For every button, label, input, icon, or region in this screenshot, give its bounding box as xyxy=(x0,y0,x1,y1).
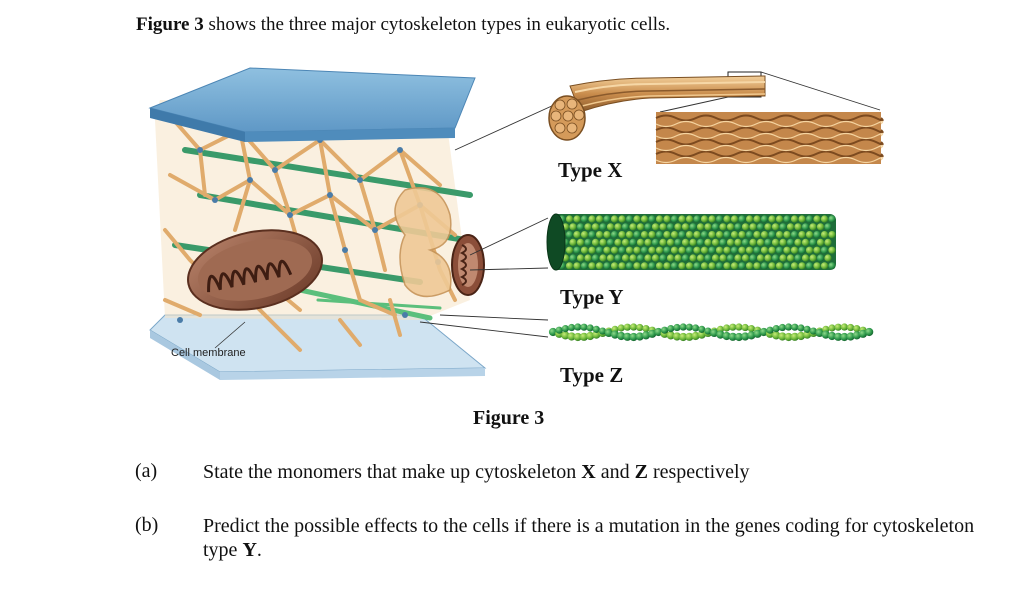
cytoskeleton-figure xyxy=(148,67,884,380)
type-y-label: Type Y xyxy=(560,285,624,309)
type-y-microtubule xyxy=(546,213,836,271)
figure-reference: Figure 3 xyxy=(136,14,204,35)
cell-membrane-label: Cell membrane xyxy=(171,347,246,359)
organelle-cross-section xyxy=(451,234,485,296)
intro-sentence: Figure 3 shows the three major cytoskele… xyxy=(136,14,670,36)
figure-caption: Figure 3 xyxy=(473,407,545,429)
top-plate xyxy=(148,67,476,133)
question-b-text: Predict the possible effects to the cell… xyxy=(203,515,975,561)
mitochondrion xyxy=(187,229,323,311)
question-a-letter: (a) xyxy=(135,460,158,482)
connector-lines xyxy=(419,71,881,338)
type-z-label: Type Z xyxy=(560,363,624,387)
type-x-label: Type X xyxy=(558,158,623,182)
question-b-letter: (b) xyxy=(135,514,159,536)
type-x-intermediate-filament xyxy=(548,75,884,164)
endoplasmic-sac xyxy=(394,187,452,298)
cell-membrane-pointer xyxy=(214,321,246,349)
type-y-subunits xyxy=(558,215,836,270)
cell-illustration xyxy=(148,67,487,380)
intro-text: shows the three major cytoskeleton types… xyxy=(203,14,671,35)
type-z-microfilament xyxy=(548,323,874,342)
question-a-text: State the monomers that make up cytoskel… xyxy=(203,461,750,483)
